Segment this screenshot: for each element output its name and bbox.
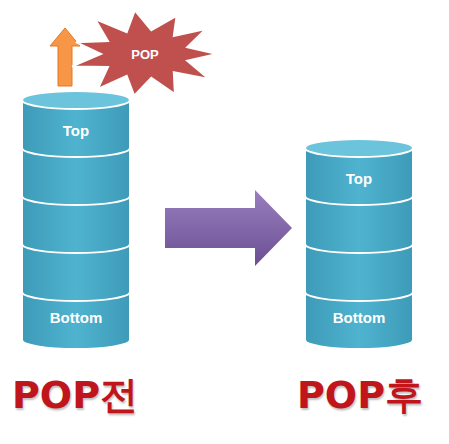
stack-cylinders [22,91,413,349]
transition-arrow [165,190,292,266]
stack-bottom-segment: Bottom [305,300,413,334]
node-text: Bottom [333,309,386,326]
pop-direction-arrow [50,28,80,86]
pop-starburst [72,10,217,95]
stack-bottom-segment: Bottom [22,300,130,334]
pop-burst-label: POP [105,38,185,70]
node-text: Top [63,122,89,139]
stack-top-cap [22,91,130,109]
stack-top-segment: Top [305,161,413,195]
stack-top-segment: Top [22,113,130,147]
node-text: Bottom [50,309,103,326]
caption-label: POP후 [297,370,423,421]
stack-top-cap [305,139,413,157]
node-text: POP [131,47,158,62]
caption-label: POP전 [12,370,138,421]
node-text: Top [346,170,372,187]
